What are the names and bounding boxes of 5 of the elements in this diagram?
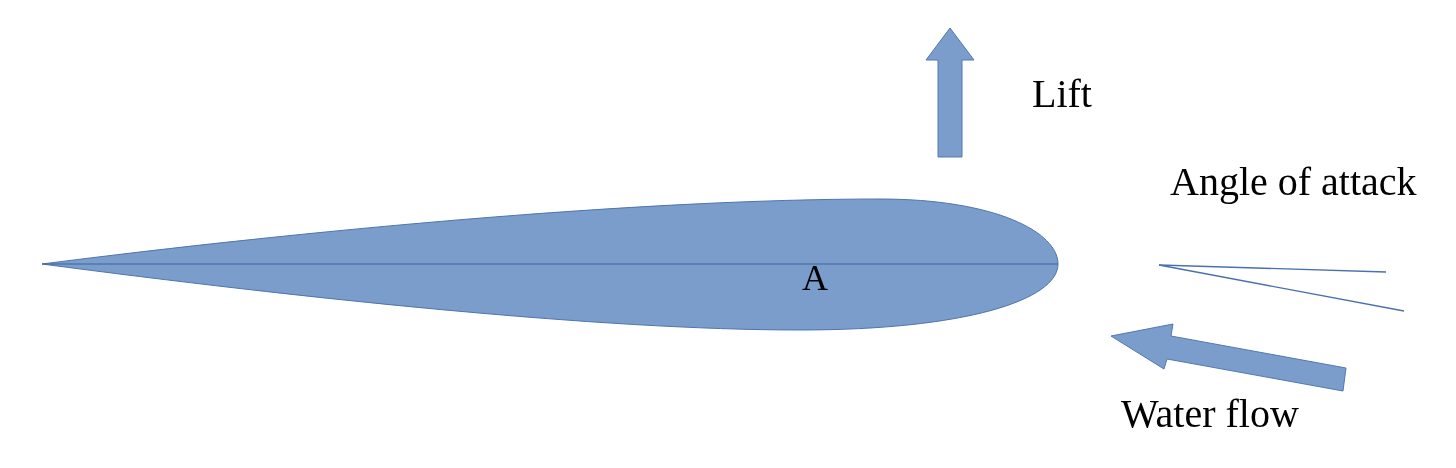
angle-label: Angle of attack	[1170, 162, 1417, 202]
airfoil-shape	[40, 196, 1061, 333]
lift-label: Lift	[1032, 74, 1092, 114]
flow-label: Water flow	[1121, 394, 1299, 434]
point-label: A	[802, 260, 828, 296]
